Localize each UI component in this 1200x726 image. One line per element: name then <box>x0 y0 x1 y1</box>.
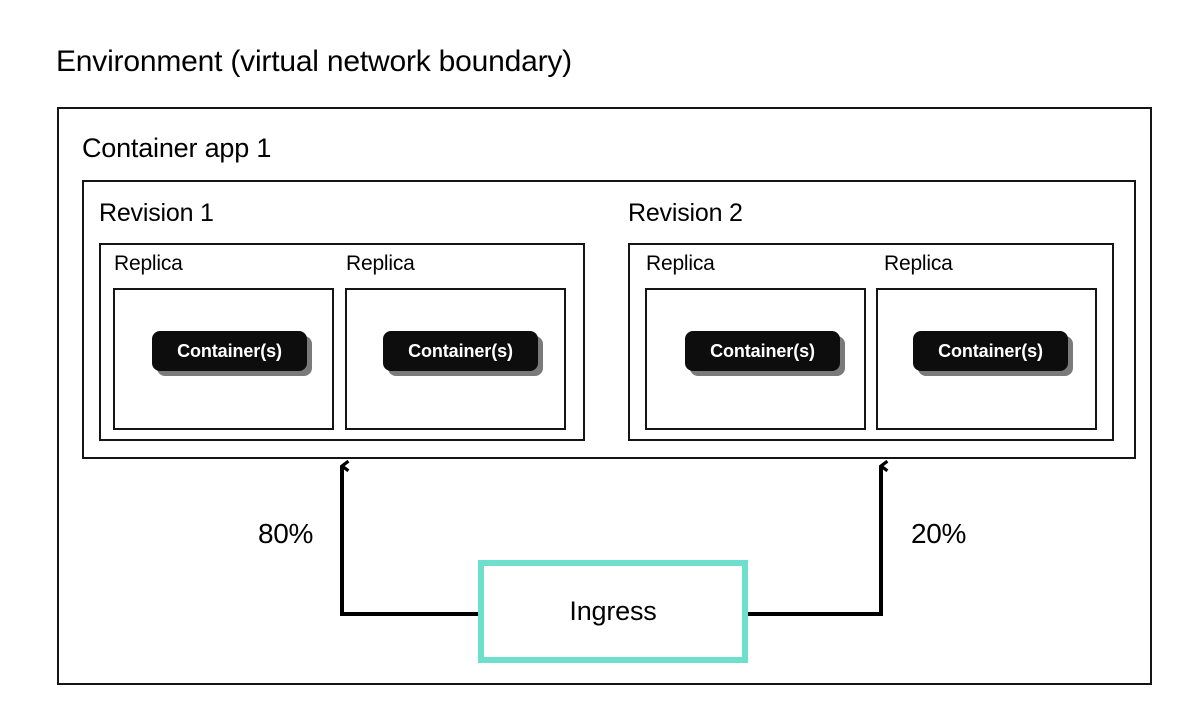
revision-1-replica-2-container-badge: Container(s) <box>383 331 538 371</box>
revision-1-replica-1-label: Replica <box>114 252 183 275</box>
traffic-percent-revision-2: 20% <box>911 518 967 549</box>
revision-2-replica-2-container-badge: Container(s) <box>913 331 1068 371</box>
revision-2-box <box>628 243 1114 441</box>
traffic-percent-revision-1: 80% <box>258 518 314 549</box>
revision-2-replica-1-label: Replica <box>646 252 715 275</box>
revision-1-box <box>99 243 585 441</box>
revision-2-replica-1-box <box>645 288 866 430</box>
revision-1-replica-2-box <box>345 288 566 430</box>
container-app-label: Container app 1 <box>82 133 272 163</box>
revision-2-replica-2-label: Replica <box>884 252 953 275</box>
container-app-box <box>82 180 1136 459</box>
revision-1-replica-2-label: Replica <box>346 252 415 275</box>
revision-1-replica-1-box <box>113 288 334 430</box>
ingress-box: Ingress <box>478 560 748 663</box>
revision-2-replica-2-box <box>876 288 1097 430</box>
revision-1-label: Revision 1 <box>99 199 214 227</box>
revision-1-replica-1-container-badge: Container(s) <box>152 331 307 371</box>
page-title: Environment (virtual network boundary) <box>56 45 572 78</box>
revision-2-label: Revision 2 <box>628 199 743 227</box>
revision-2-replica-1-container-badge: Container(s) <box>685 331 840 371</box>
environment-boundary-box <box>57 107 1152 685</box>
